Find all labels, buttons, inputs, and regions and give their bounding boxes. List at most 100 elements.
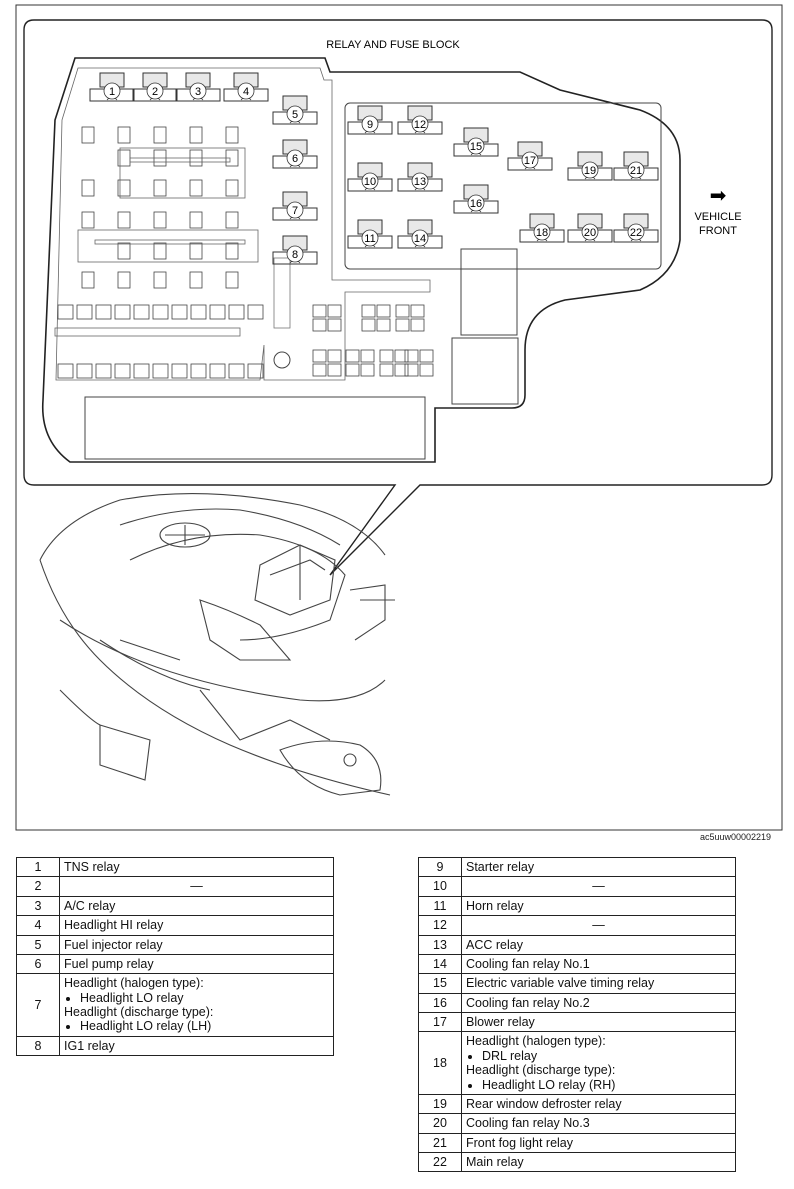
relay-number-badge bbox=[581, 161, 599, 179]
relay-number-badge bbox=[237, 82, 255, 100]
relay-row-description: Fuel injector relay bbox=[59, 934, 334, 955]
relay-row-description: Headlight (halogen type):DRL relayHeadli… bbox=[461, 1031, 736, 1095]
fuse-icon bbox=[312, 318, 327, 332]
relay-number-badge bbox=[103, 82, 121, 100]
fuse-icon bbox=[225, 126, 239, 144]
relay-number-badge bbox=[286, 149, 304, 167]
relay-number-label: 3 bbox=[195, 86, 201, 98]
bottom-panel bbox=[84, 396, 426, 460]
relay-number-badge bbox=[627, 223, 645, 241]
fuse-icon bbox=[225, 242, 239, 260]
fuse-icon bbox=[189, 242, 203, 260]
relay-number-label: 17 bbox=[524, 155, 536, 167]
relay-number-label: 6 bbox=[292, 153, 298, 165]
relay-number-badge bbox=[361, 115, 379, 133]
fuse-icon bbox=[57, 304, 74, 320]
relay-row-number: 22 bbox=[418, 1151, 462, 1173]
relay-row-number: 21 bbox=[418, 1132, 462, 1154]
relay-number-badge bbox=[467, 194, 485, 212]
relay-number-badge bbox=[286, 105, 304, 123]
fuse-icon bbox=[190, 304, 207, 320]
fuse-icon bbox=[247, 363, 264, 379]
lower-box-1 bbox=[460, 248, 518, 336]
relay-detail-heading: Headlight (discharge type): bbox=[64, 1005, 214, 1019]
relay-row-description: Cooling fan relay No.2 bbox=[461, 992, 736, 1014]
fuse-icon bbox=[57, 363, 74, 379]
relay-row-number: 9 bbox=[418, 856, 462, 878]
relay-number-label: 1 bbox=[109, 86, 115, 98]
fuse-icon bbox=[117, 271, 131, 289]
fuse-icon bbox=[376, 304, 391, 318]
car-illustration bbox=[39, 493, 395, 796]
relay-row-description: Cooling fan relay No.1 bbox=[461, 953, 736, 975]
fuse-icon bbox=[153, 271, 167, 289]
fuse-icon bbox=[376, 318, 391, 332]
relay-12: 12 bbox=[397, 105, 443, 135]
relay-row-number: 5 bbox=[16, 934, 60, 955]
lower-box-2 bbox=[451, 337, 519, 405]
relay-number-badge bbox=[286, 245, 304, 263]
fuse-icon bbox=[312, 304, 327, 318]
relay-row-description: — bbox=[461, 915, 736, 936]
relay-row-description: Rear window defroster relay bbox=[461, 1093, 736, 1115]
relay-13: 13 bbox=[397, 162, 443, 192]
fuse-icon bbox=[345, 349, 360, 363]
relay-row-number: 11 bbox=[418, 895, 462, 917]
fuse-icon bbox=[81, 211, 95, 229]
fuse-icon bbox=[360, 349, 375, 363]
fuse-icon bbox=[404, 363, 419, 377]
relay-7: 7 bbox=[272, 191, 318, 221]
relay-detail-bullet: DRL relay bbox=[482, 1049, 731, 1063]
fuse-icon bbox=[410, 304, 425, 318]
relay-number-label: 12 bbox=[414, 119, 426, 131]
relay-number-label: 2 bbox=[152, 86, 158, 98]
relay-row-description: Fuel pump relay bbox=[59, 953, 334, 975]
fuse-icon bbox=[327, 318, 342, 332]
relay-row-number: 7 bbox=[16, 973, 60, 1037]
relay-9: 9 bbox=[347, 105, 393, 135]
fuse-icon bbox=[379, 349, 394, 363]
relay-number-label: 7 bbox=[292, 205, 298, 217]
relay-row-number: 16 bbox=[418, 992, 462, 1014]
relay-22: 22 bbox=[613, 213, 659, 243]
relay-row-number: 13 bbox=[418, 934, 462, 955]
relay-number-badge bbox=[581, 223, 599, 241]
fuse-icon bbox=[225, 179, 239, 197]
relay-number-badge bbox=[189, 82, 207, 100]
fuse-icon bbox=[419, 349, 434, 363]
fuse-icon bbox=[117, 211, 131, 229]
relay-6: 6 bbox=[272, 139, 318, 169]
relay-row-description: Cooling fan relay No.3 bbox=[461, 1113, 736, 1134]
image-code: ac5uuw00002219 bbox=[700, 832, 772, 842]
fuse-icon bbox=[312, 349, 327, 363]
relay-number-badge bbox=[521, 151, 539, 169]
relay-number-label: 8 bbox=[292, 249, 298, 261]
fuse-icon bbox=[419, 363, 434, 377]
fuse-icon bbox=[228, 363, 245, 379]
relay-number-label: 9 bbox=[367, 119, 373, 131]
relay-4: 4 bbox=[223, 72, 269, 102]
relay-row-number: 20 bbox=[418, 1113, 462, 1134]
fuse-icon bbox=[152, 304, 169, 320]
fuse-icon bbox=[395, 304, 410, 318]
fuse-icon bbox=[395, 318, 410, 332]
relay-number-label: 21 bbox=[630, 165, 642, 177]
relay-11: 11 bbox=[347, 219, 393, 249]
relay-15: 15 bbox=[453, 127, 499, 157]
relay-row-description: Headlight HI relay bbox=[59, 915, 334, 936]
relay-row-number: 1 bbox=[16, 856, 60, 878]
fuse-icon bbox=[225, 211, 239, 229]
relay-number-label: 5 bbox=[292, 109, 298, 121]
relay-number-label: 10 bbox=[364, 176, 376, 188]
fuse-frame bbox=[119, 147, 246, 199]
